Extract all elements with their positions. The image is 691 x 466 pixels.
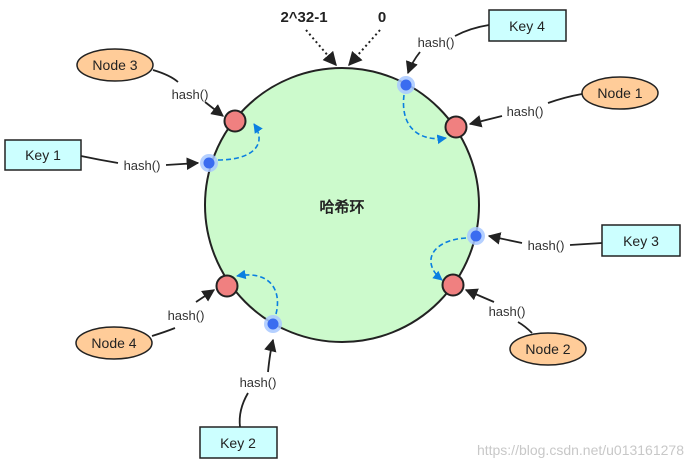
- key-3-to-node-2-dashed-arrow: [430, 237, 467, 281]
- zero-label: 0: [378, 9, 386, 26]
- key-4-arrow: [405, 51, 421, 75]
- node-2-hash-label: hash(): [489, 304, 526, 319]
- node-4-point: [215, 274, 239, 298]
- node-3-arrow: [204, 101, 224, 117]
- node-3-point: [223, 109, 247, 133]
- key-1-group: Key 1 hash(): [4, 123, 263, 173]
- node-1-arrow: [468, 115, 503, 128]
- max-dotted-arrow: [305, 29, 337, 67]
- node-1-connector: [547, 93, 583, 104]
- node-3-label: Node 3: [92, 57, 137, 73]
- key-2-connector: [238, 392, 249, 428]
- key-2-box: [199, 426, 278, 459]
- max-value-label: 2^32-1: [280, 9, 327, 26]
- node-4-label: Node 4: [91, 335, 136, 351]
- key-3-box: [601, 224, 681, 257]
- node-3-hash-label: hash(): [172, 87, 209, 102]
- node-4-connector: [151, 327, 176, 337]
- key-3-connector: [569, 242, 603, 246]
- key-4-connector: [454, 24, 490, 37]
- key-1-box: [4, 139, 82, 171]
- node-1-hash-label: hash(): [507, 104, 544, 119]
- key-3-hash-label: hash(): [528, 238, 565, 253]
- key-4-group: Key 4 hash(): [397, 9, 567, 145]
- node-2-point: [441, 273, 465, 297]
- node-3-connector: [152, 69, 179, 83]
- node-4-hash-label: hash(): [168, 308, 205, 323]
- key-4-hash-label: hash(): [418, 35, 455, 50]
- key-2-to-node-4-dashed-arrow: [236, 269, 279, 315]
- key-1-point: [203, 157, 215, 169]
- node-3-box: [76, 48, 154, 82]
- watermark: https://blog.csdn.net/u013161278: [477, 442, 684, 458]
- ring-label: 哈希环: [319, 198, 364, 216]
- node-2-label: Node 2: [525, 341, 570, 357]
- key-1-arrow: [165, 157, 200, 170]
- key-1-hash-label: hash(): [124, 158, 161, 173]
- key-2-label: Key 2: [220, 435, 256, 451]
- key-4-to-node-1-dashed-arrow: [402, 94, 447, 145]
- node-4-group: Node 4 hash(): [75, 274, 239, 360]
- key-2-group: Key 2 hash(): [199, 269, 282, 459]
- hash-ring: [204, 67, 480, 343]
- key-3-label: Key 3: [623, 233, 659, 249]
- key-2-hash-label: hash(): [240, 375, 277, 390]
- node-4-arrow: [195, 289, 216, 303]
- key-3-point: [470, 230, 482, 242]
- key-4-label: Key 4: [509, 18, 545, 34]
- node-2-box: [509, 332, 587, 366]
- key-3-arrow: [487, 232, 523, 245]
- key-3-group: Key 3 hash(): [430, 224, 681, 281]
- node-1-box: [581, 76, 659, 110]
- node-1-group: Node 1 hash(): [444, 76, 659, 139]
- node-4-box: [75, 326, 153, 360]
- node-2-connector: [517, 321, 533, 334]
- node-2-arrow: [464, 288, 495, 303]
- key-2-point: [267, 318, 279, 330]
- key-1-to-node-3-dashed-arrow: [217, 123, 263, 161]
- zero-dotted-arrow: [348, 29, 381, 67]
- node-1-label: Node 1: [597, 85, 642, 101]
- node-1-point: [444, 115, 468, 139]
- key-4-point: [400, 79, 412, 91]
- key-2-arrow: [264, 338, 277, 373]
- key-1-connector: [80, 155, 119, 164]
- key-1-label: Key 1: [25, 147, 61, 163]
- node-3-group: Node 3 hash(): [76, 48, 247, 133]
- node-2-group: Node 2 hash(): [441, 273, 587, 366]
